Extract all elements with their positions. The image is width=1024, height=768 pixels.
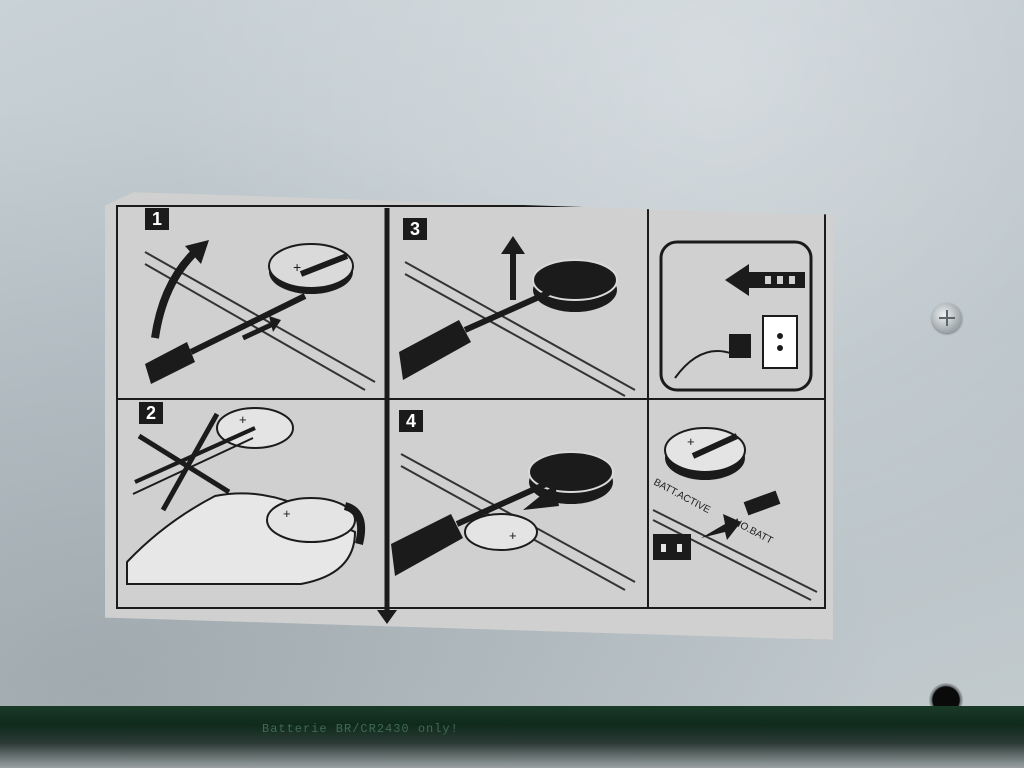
battery-instruction-sticker: 1 + 3 <box>105 192 833 640</box>
step-1-number: 1 <box>152 209 162 229</box>
jumper-cap-icon <box>653 534 691 560</box>
battery-coin-icon <box>266 497 356 543</box>
battery-jumper-panel: + BATT.ACTIVE NO.BATT <box>652 427 818 601</box>
step-2-number: 2 <box>146 403 156 423</box>
coin-plus-mark: + <box>239 412 247 427</box>
circuit-board-edge <box>0 706 1024 768</box>
plug-icon <box>674 350 734 379</box>
chassis-screw <box>932 303 962 333</box>
arrow-right-icon <box>701 514 741 540</box>
unplug-power-panel <box>659 240 813 392</box>
sticker-frame <box>116 205 826 609</box>
batt-active-label: BATT.ACTIVE <box>652 477 713 516</box>
step-3-panel: 3 <box>399 218 636 397</box>
screwdriver-icon <box>145 342 195 384</box>
battery-coin-icon <box>464 513 538 551</box>
step-3-number: 3 <box>410 219 420 239</box>
screwdriver-icon <box>399 320 471 380</box>
jumper-pins-icon <box>743 490 781 516</box>
coin-plus-mark: + <box>687 434 695 449</box>
step-2-panel: 2 + + <box>126 402 366 585</box>
pcb-silkscreen-label: Batterie BR/CR2430 only! <box>262 722 459 736</box>
step-4-panel: 4 + <box>391 410 636 591</box>
step-2-badge <box>139 402 163 424</box>
curved-arrow-icon <box>151 247 200 339</box>
step-1-panel: 1 + <box>144 208 376 391</box>
cross-out-icon <box>137 433 231 495</box>
coin-plus-mark: + <box>293 259 301 275</box>
step-1-badge <box>145 208 169 230</box>
screwdriver-icon <box>391 514 463 576</box>
step-4-badge <box>399 410 423 432</box>
step-3-badge <box>403 218 427 240</box>
coin-plus-mark: + <box>283 506 291 521</box>
coin-plus-mark: + <box>509 528 517 543</box>
step-4-number: 4 <box>406 411 416 431</box>
socket-icon <box>762 315 798 369</box>
